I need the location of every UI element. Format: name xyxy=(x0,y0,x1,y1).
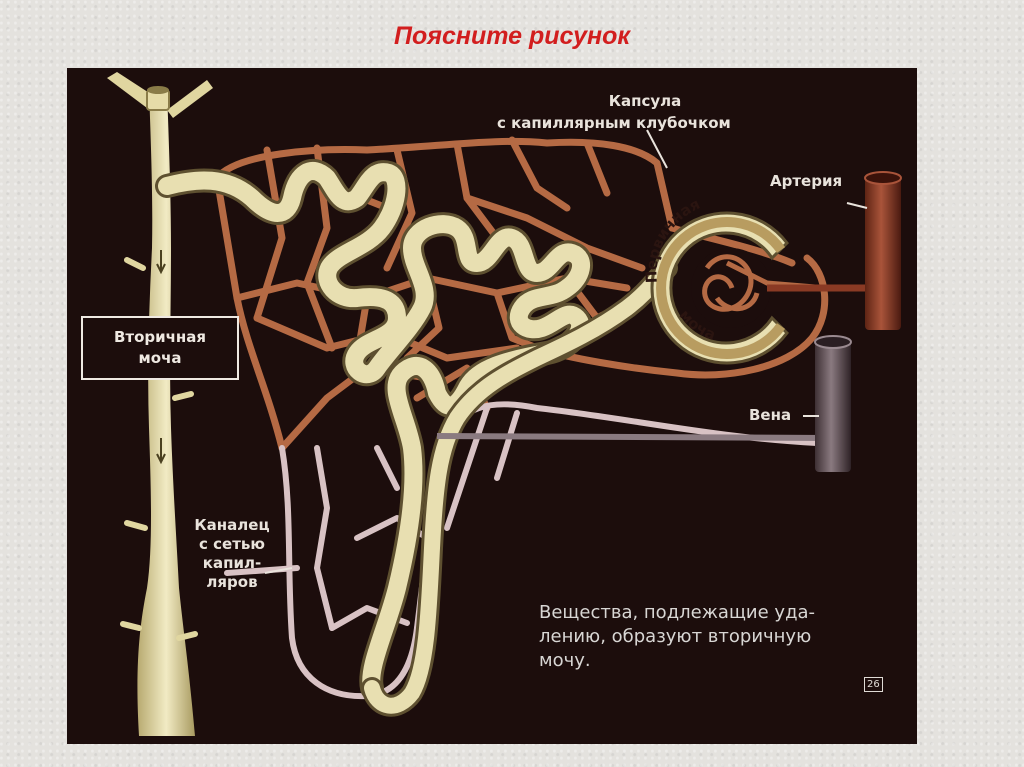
capsule-sublabel: с капиллярным клубочком xyxy=(497,114,731,133)
secondary-urine-line2: моча xyxy=(83,348,237,369)
capsule-label-line2: с капиллярным клубочком xyxy=(497,114,731,132)
tubule-label-line1: Каналец xyxy=(177,516,287,535)
slide-title: Поясните рисунок xyxy=(0,22,1024,51)
secondary-urine-box: Вторичная моча xyxy=(81,316,239,380)
frame-number: 26 xyxy=(864,677,883,692)
tubule-label-line2: с сетью xyxy=(177,535,287,554)
tubule-label-line3: капил- xyxy=(177,554,287,573)
capsule-label-line1: Капсула xyxy=(609,92,682,110)
caption-note: Вещества, подлежащие уда- лению, образую… xyxy=(539,601,889,673)
vein-label: Вена xyxy=(749,406,791,425)
tubule-label-line4: ляров xyxy=(177,573,287,592)
caption-line3: мочу. xyxy=(539,649,889,673)
artery xyxy=(767,172,901,330)
secondary-urine-line1: Вторичная xyxy=(83,327,237,348)
artery-label: Артерия xyxy=(770,172,842,191)
caption-line1: Вещества, подлежащие уда- xyxy=(539,601,889,625)
capsule-label: Капсула xyxy=(585,92,705,111)
bowman-capsule: Первичная моча xyxy=(642,195,827,363)
caption-line2: лению, образуют вторичную xyxy=(539,625,889,649)
diagram-panel: Первичная моча Капсула с капиллярным клу… xyxy=(67,68,917,744)
tubule-label: Каналец с сетью капил- ляров xyxy=(177,516,287,592)
